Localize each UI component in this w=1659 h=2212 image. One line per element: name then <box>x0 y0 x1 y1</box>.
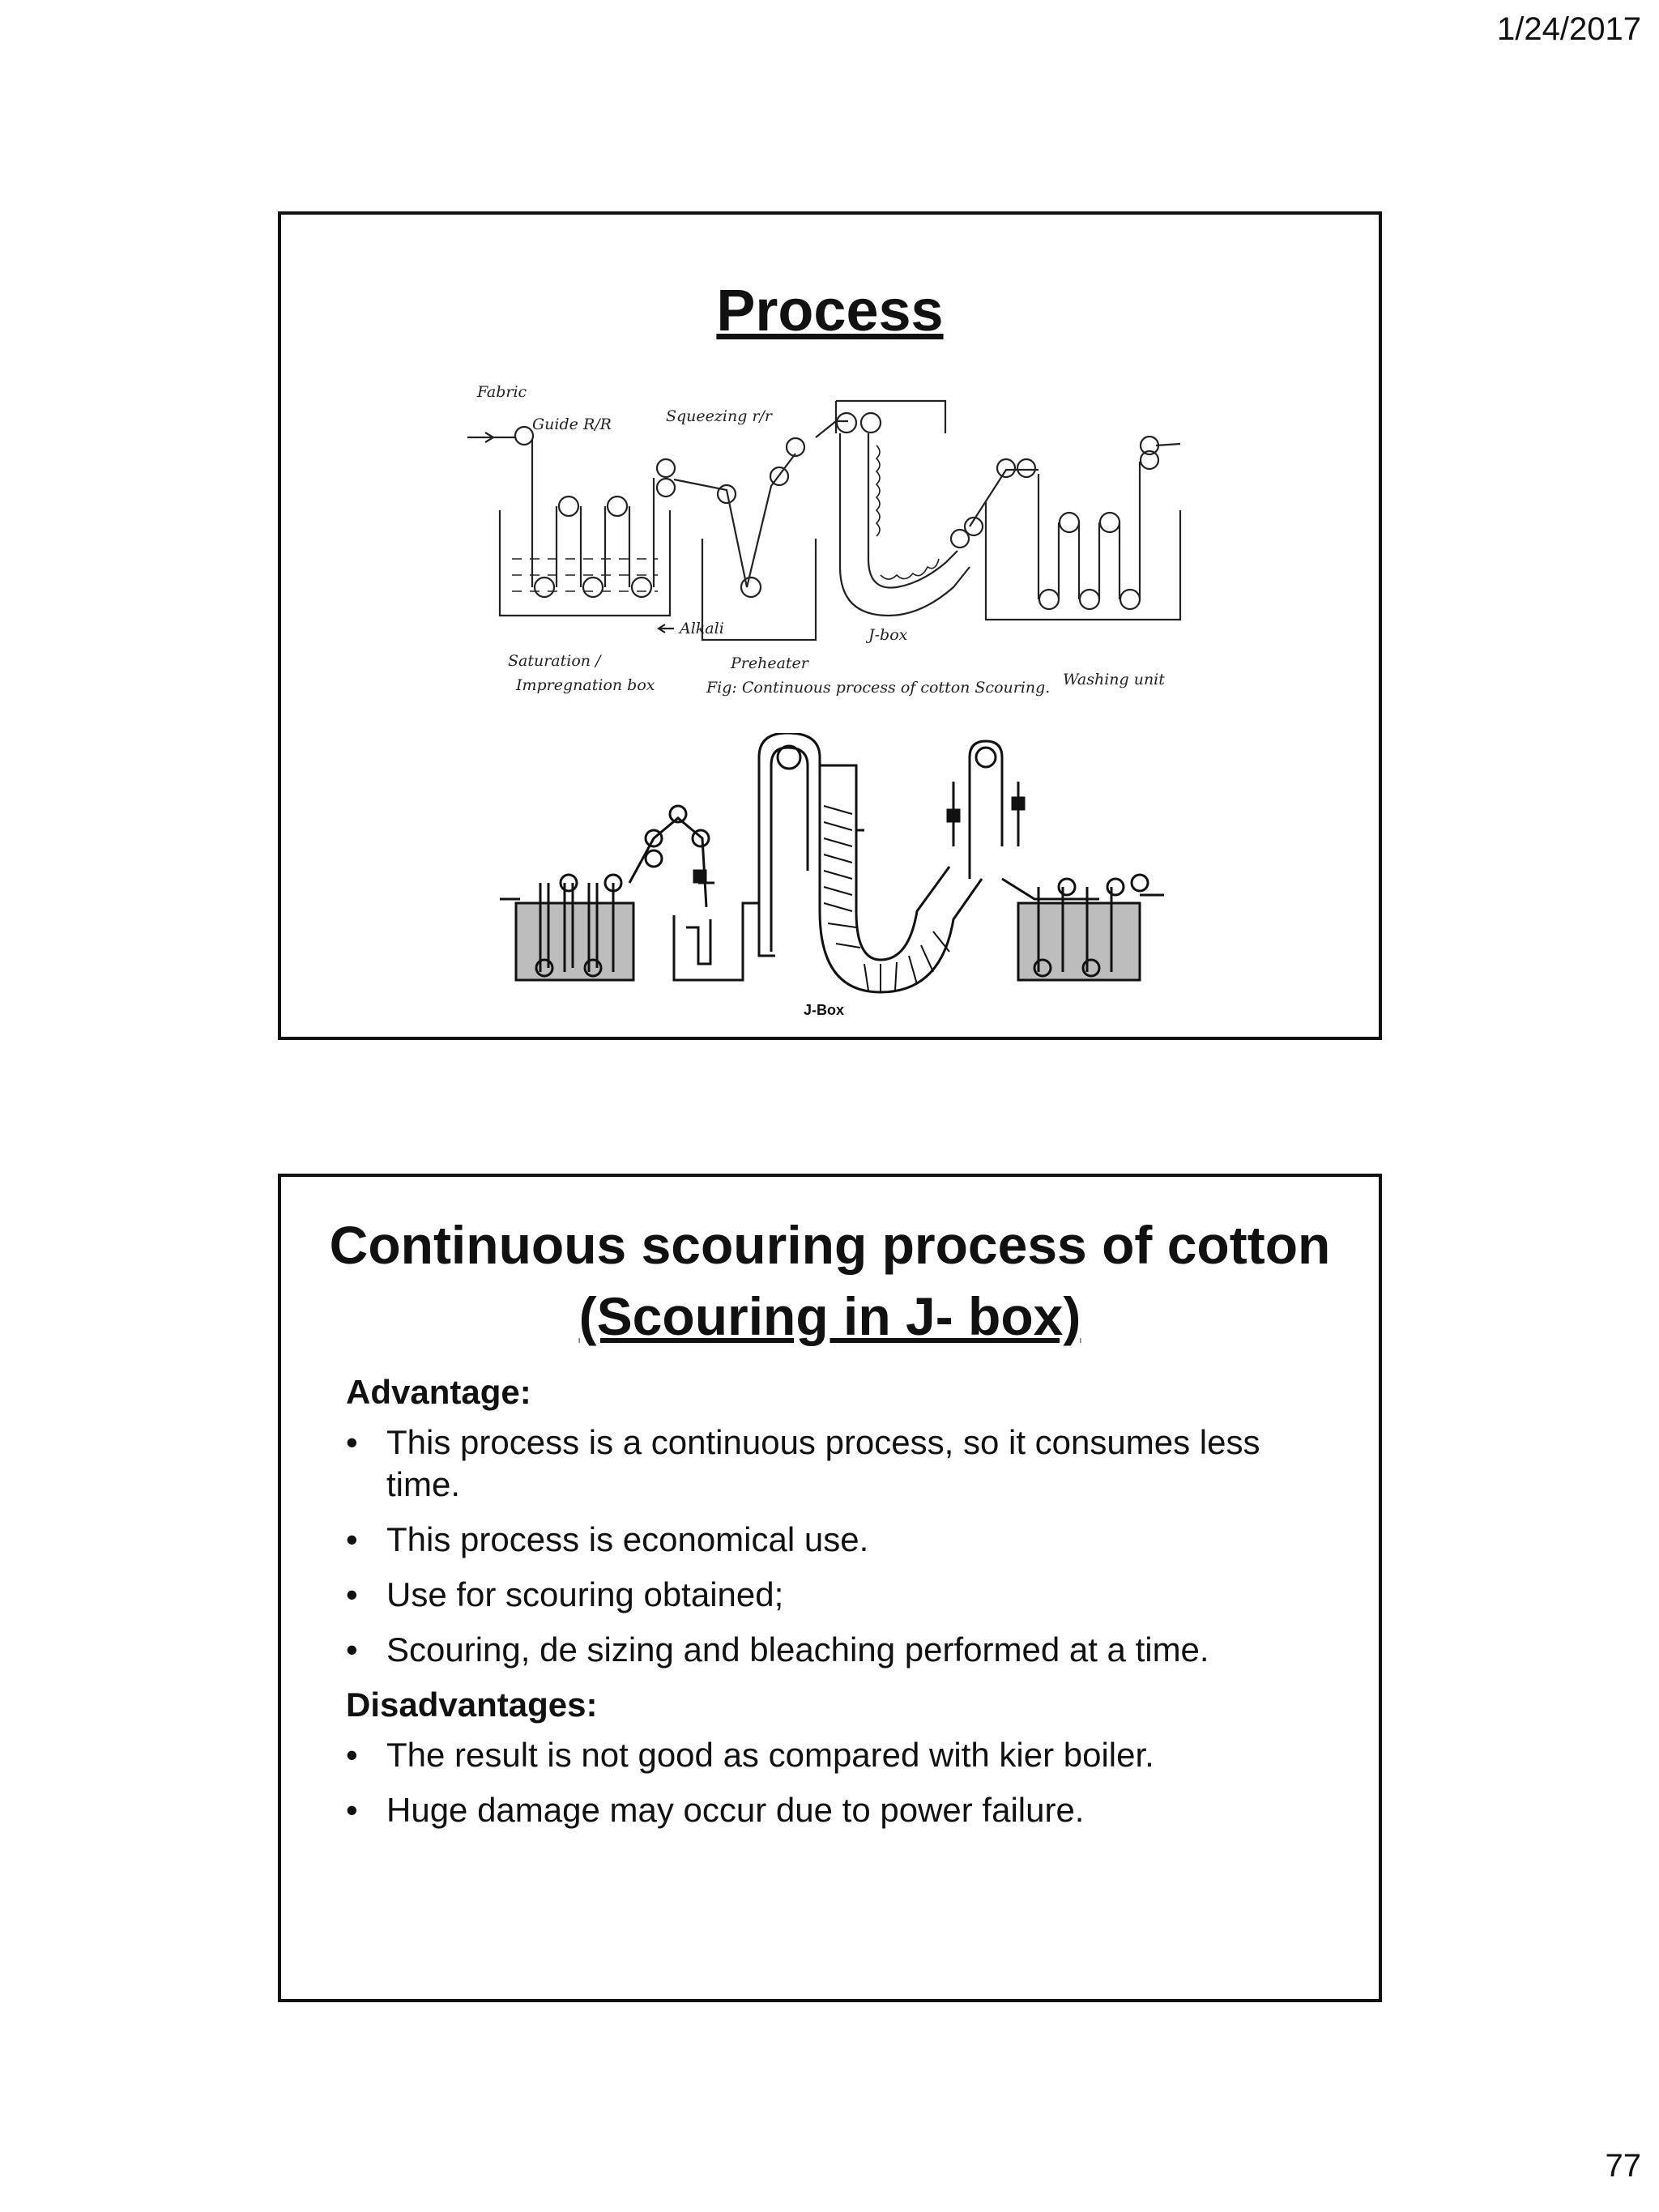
title-line-1: Continuous scouring process of cotton <box>329 1215 1331 1275</box>
label-fabric: Fabric <box>476 383 527 401</box>
slide-title-continuous-scouring: Continuous scouring process of cotton (S… <box>281 1209 1379 1352</box>
label-preheater: Preheater <box>730 654 810 672</box>
label-saturation-1: Saturation / <box>508 652 602 670</box>
slide-process: Process <box>278 211 1382 1040</box>
list-item: Use for scouring obtained; <box>346 1574 1342 1616</box>
disadvantages-list: The result is not good as compared with … <box>346 1734 1342 1831</box>
disadvantage-heading: Disadvantages: <box>346 1686 598 1724</box>
jbox-machine-diagram: J-Box <box>500 733 1164 1018</box>
label-washing-unit: Washing unit <box>1063 671 1165 688</box>
label-jbox: J-box <box>865 626 908 644</box>
advantages-list: This process is a continuous process, so… <box>346 1421 1342 1671</box>
label-squeezing: Squeezing r/r <box>666 407 774 425</box>
label-saturation-2: Impregnation box <box>515 676 655 694</box>
list-item: Scouring, de sizing and bleaching perfor… <box>346 1629 1342 1671</box>
slide-title-process: Process <box>716 279 944 343</box>
advantage-heading: Advantage: <box>346 1373 531 1411</box>
sketch-caption: Fig: Continuous process of cotton Scouri… <box>706 679 1050 697</box>
diagram-label-jbox: J-Box <box>804 1002 844 1018</box>
slide-continuous-scouring: Continuous scouring process of cotton (S… <box>278 1174 1382 2002</box>
label-alkali: Alkali <box>678 620 724 637</box>
date-header: 1/24/2017 <box>1497 11 1641 47</box>
title-line-2: (Scouring in J- box) <box>578 1286 1081 1346</box>
list-item: Huge damage may occur due to power failu… <box>346 1789 1342 1831</box>
list-item: This process is a continuous process, so… <box>346 1421 1342 1506</box>
slide-content: Advantage: This process is a continuous … <box>346 1371 1342 1844</box>
page-number: 77 <box>1605 2148 1642 2184</box>
hand-drawn-process-sketch: Fabric Guide R/R Squeezing r/r Alkali Sa… <box>467 383 1182 697</box>
list-item: This process is economical use. <box>346 1519 1342 1561</box>
label-guide-roller: Guide R/R <box>532 416 612 433</box>
list-item: The result is not good as compared with … <box>346 1734 1342 1776</box>
